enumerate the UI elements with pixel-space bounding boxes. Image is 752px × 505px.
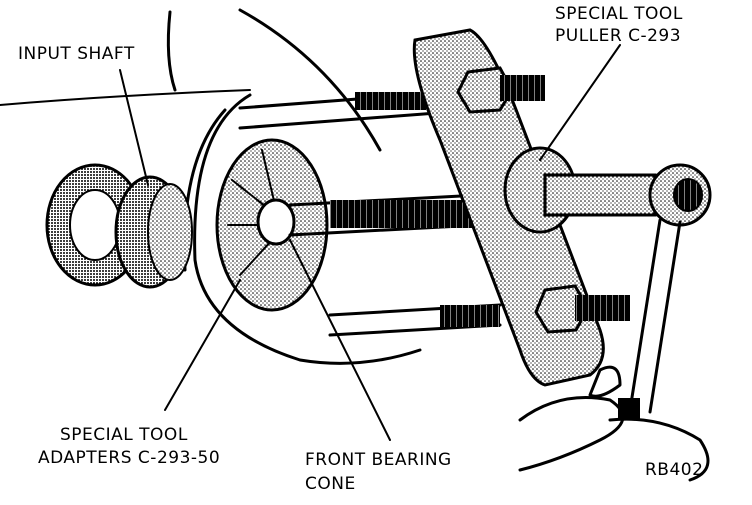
label-front-bearing-line2: CONE <box>305 474 356 494</box>
handle-bar <box>618 218 682 420</box>
figure-code: RB402 <box>645 460 704 480</box>
label-special-tool-adapters-line2: ADAPTERS C-293-50 <box>38 448 221 468</box>
puller-rods <box>238 90 502 337</box>
label-special-tool-puller-line2: PULLER C-293 <box>555 26 682 46</box>
label-input-shaft: INPUT SHAFT <box>18 44 135 64</box>
label-special-tool-adapters-line1: SPECIAL TOOL <box>60 425 188 445</box>
input-shaft-gears <box>45 163 193 289</box>
center-screw <box>503 146 712 234</box>
hands <box>518 365 710 482</box>
leader-lines <box>119 44 621 441</box>
label-special-tool-puller-line1: SPECIAL TOOL <box>555 4 683 24</box>
transmission-case <box>0 8 422 365</box>
adapter-disc <box>215 138 329 312</box>
label-front-bearing-line1: FRONT BEARING <box>305 450 452 470</box>
